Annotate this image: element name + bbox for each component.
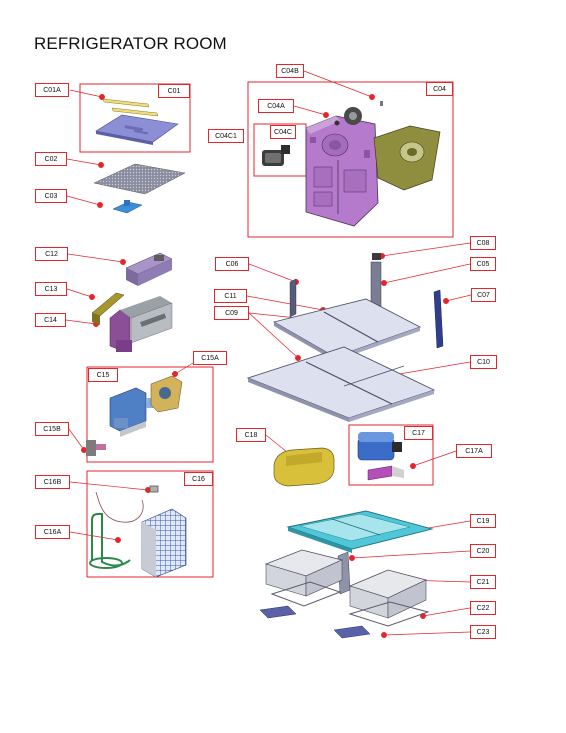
part-c13-bracket: [91, 292, 125, 325]
label-c01a: C01A: [35, 83, 69, 97]
label-c15: C15: [88, 368, 118, 382]
part-c17-motor: [357, 432, 402, 461]
pointer-c17a: [410, 463, 416, 469]
part-c07-rail: [433, 289, 444, 349]
leader-lines: [65, 70, 472, 638]
label-c11: C11: [214, 289, 247, 303]
pointer-c12: [120, 259, 126, 265]
part-c10-lower-shelf: [246, 346, 436, 422]
frame-c04: [247, 81, 454, 238]
part-c04-duct: [305, 115, 379, 227]
part-c15-valve: [109, 387, 156, 437]
group-frames: [79, 81, 454, 578]
part-c03-clip: [112, 200, 143, 214]
frame-c17: [348, 424, 434, 486]
part-c16a-coil: [89, 513, 131, 569]
part-c21-crisper-left: [264, 549, 344, 597]
pointer-c15b: [81, 447, 87, 453]
label-c10: C10: [470, 355, 497, 369]
label-c21: C21: [470, 575, 496, 589]
frame-c15: [86, 366, 214, 463]
label-c12: C12: [35, 247, 68, 261]
pointer-c05: [381, 280, 387, 286]
label-c05: C05: [470, 257, 496, 271]
label-c16a: C16A: [35, 525, 70, 539]
label-c03: C03: [35, 189, 67, 203]
part-c04a-fan: [334, 107, 362, 126]
part-c23-handles: [259, 605, 371, 639]
label-c15b: C15B: [35, 422, 69, 436]
part-c15a-actuator: [150, 375, 183, 413]
pointer-c02: [98, 162, 104, 168]
part-c16-heater-grid: [141, 508, 187, 578]
pointer-c13: [89, 294, 95, 300]
label-c14: C14: [35, 313, 66, 327]
label-c23: C23: [470, 625, 496, 639]
pointer-c01a: [99, 94, 105, 100]
label-c04c1: C04C1: [208, 129, 244, 143]
part-c01-cover: [95, 114, 179, 145]
label-c04b: C04B: [276, 64, 304, 78]
part-c08-cap: [372, 253, 381, 260]
pointer-c04b: [369, 94, 375, 100]
pointer-c15a: [172, 371, 178, 377]
part-c04b-screw: [380, 101, 383, 106]
part-c04-back-plate: [373, 125, 441, 191]
label-c18: C18: [236, 428, 266, 442]
part-c15b-fitting: [86, 440, 106, 456]
part-c02-mesh: [93, 163, 186, 195]
pointer-c09b: [295, 355, 301, 361]
part-c01a-strips: [102, 98, 159, 117]
label-c04c: C04C: [270, 125, 296, 139]
part-c12-module: [125, 252, 173, 286]
pointer-c04a: [323, 112, 329, 118]
pointer-c03: [97, 202, 103, 208]
part-c17a-sensor: [367, 465, 404, 481]
label-c04: C04: [426, 82, 453, 96]
label-c19: C19: [470, 514, 496, 528]
label-c06: C06: [215, 257, 249, 271]
part-c18-cover: [273, 447, 335, 487]
label-c01: C01: [158, 84, 190, 98]
label-c20: C20: [470, 544, 496, 558]
part-c16b-wire: [95, 485, 159, 523]
pointer-c20: [349, 555, 355, 561]
label-c04a: C04A: [258, 99, 294, 113]
pointer-c16a: [115, 537, 121, 543]
part-c04c-filter: [262, 145, 290, 166]
label-c16: C16: [184, 472, 213, 486]
label-c07: C07: [471, 288, 496, 302]
part-c19-glass-shelf: [286, 510, 434, 553]
label-c22: C22: [470, 601, 496, 615]
label-c09: C09: [214, 306, 249, 320]
pointer-c07: [443, 298, 449, 304]
frame-c16: [86, 470, 214, 578]
label-c16b: C16B: [35, 475, 70, 489]
part-c06-rail: [289, 278, 297, 318]
part-c14-assembly: [109, 296, 173, 352]
label-c13: C13: [35, 282, 67, 296]
label-c15a: C15A: [193, 351, 227, 365]
label-c08: C08: [470, 236, 496, 250]
frame-c01: [79, 83, 191, 153]
part-c22-rails: [270, 581, 430, 627]
label-c17a: C17A: [456, 444, 492, 458]
part-c21-crisper-right: [348, 569, 428, 619]
label-c02: C02: [35, 152, 67, 166]
pointer-c23: [381, 632, 387, 638]
page-title: REFRIGERATOR ROOM: [34, 34, 227, 53]
label-c17: C17: [404, 426, 433, 440]
